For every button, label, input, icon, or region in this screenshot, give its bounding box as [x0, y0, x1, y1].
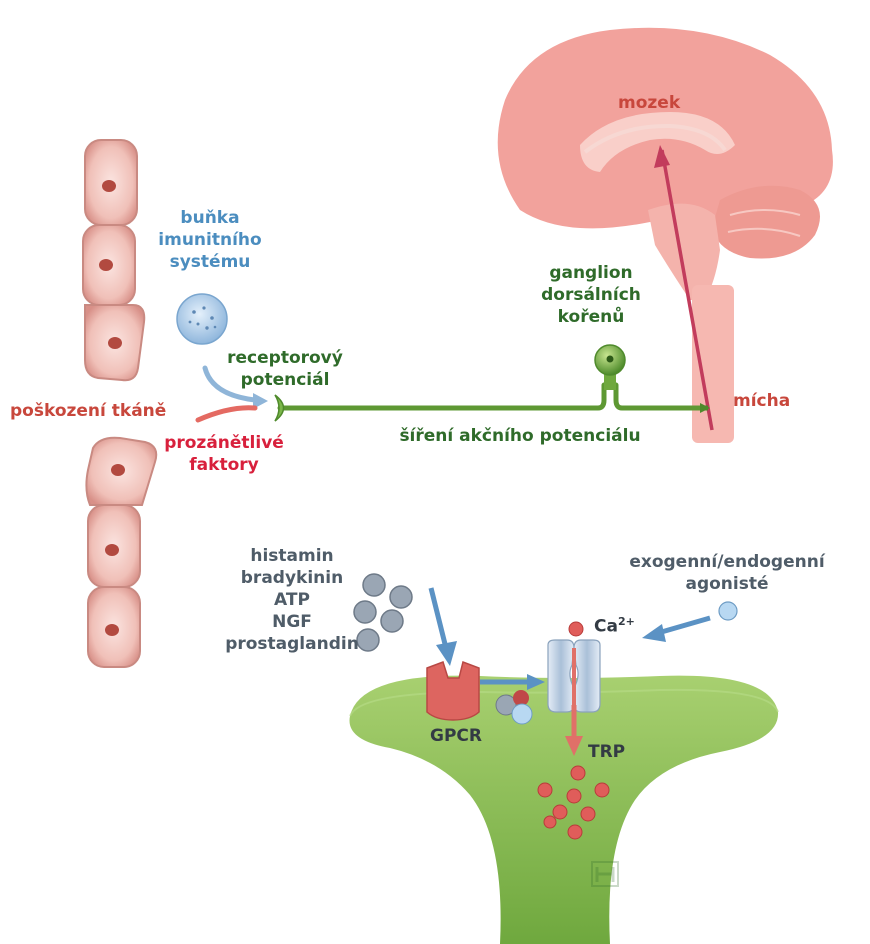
brain-label: mozek: [618, 93, 681, 113]
trp-channel-icon: [547, 639, 601, 713]
inflammatory-arrow: [195, 405, 258, 423]
mediator-name: prostaglandin: [225, 634, 359, 654]
ganglion-label-line: kořenů: [557, 307, 625, 327]
agonist-molecule: [718, 601, 738, 621]
mediator-name: ATP: [274, 590, 310, 610]
calcium-symbol: Ca: [594, 616, 618, 637]
mediator-molecules: [353, 573, 413, 652]
receptor-potential-line: receptorový: [227, 348, 343, 368]
trp-label: TRP: [588, 742, 626, 762]
proinflammatory-line: prozánětlivé: [164, 433, 284, 453]
epithelial-cell-icon: [87, 504, 141, 588]
calcium-charge: 2+: [617, 615, 635, 628]
epithelial-cell-icon: [85, 436, 158, 506]
mediators-label: histamin bradykinin ATP NGF prostaglandi…: [222, 545, 362, 655]
epithelial-cells-upper: [82, 139, 146, 382]
g-protein-icon: [495, 690, 533, 725]
receptor-potential-line: potenciál: [240, 370, 330, 390]
gpcr-label: GPCR: [430, 726, 482, 746]
calcium-ions: [537, 621, 610, 840]
gpcr-receptor-icon: [426, 661, 480, 721]
action-potential-label: šíření akčního potenciálu: [399, 426, 641, 446]
brain-icon: [497, 27, 833, 443]
mediator-name: bradykinin: [240, 568, 344, 588]
epithelial-cell-icon: [87, 586, 141, 668]
ganglion-label: ganglion dorsálních kořenů: [533, 262, 649, 328]
ganglion-icon: [594, 344, 626, 390]
proinflammatory-label: prozánětlivé faktory: [160, 432, 288, 476]
agonists-label: exogenní/endogenní agonisté: [612, 551, 842, 595]
ganglion-label-line: dorsálních: [541, 285, 641, 305]
calcium-label: Ca2+: [594, 611, 635, 638]
epithelial-cell-icon: [82, 224, 136, 306]
immune-arrow: [202, 365, 258, 403]
receptor-potential-label: receptorový potenciál: [215, 347, 355, 391]
epithelial-cell-icon: [84, 139, 138, 226]
mediator-name: histamin: [250, 546, 334, 566]
watermark-logo: [591, 861, 619, 887]
epithelial-cells-lower: [85, 436, 158, 668]
sensory-nerve-fiber: [274, 382, 710, 422]
mediator-name: NGF: [272, 612, 312, 632]
tissue-damage-label: poškození tkáně: [10, 401, 167, 421]
immune-cell-label-line: systému: [169, 252, 251, 272]
immune-cell-label-line: buňka: [180, 208, 240, 228]
agonists-line: agonisté: [685, 574, 769, 594]
immune-cell-icon: [176, 293, 228, 345]
immune-cell-label-line: imunitního: [158, 230, 262, 250]
ganglion-label-line: ganglion: [549, 263, 633, 283]
agonists-line: exogenní/endogenní: [629, 552, 825, 572]
immune-cell-label: buňka imunitního systému: [158, 207, 262, 273]
epithelial-cell-icon: [84, 304, 146, 382]
proinflammatory-line: faktory: [189, 455, 259, 475]
spinal-cord-label: mícha: [733, 391, 791, 411]
